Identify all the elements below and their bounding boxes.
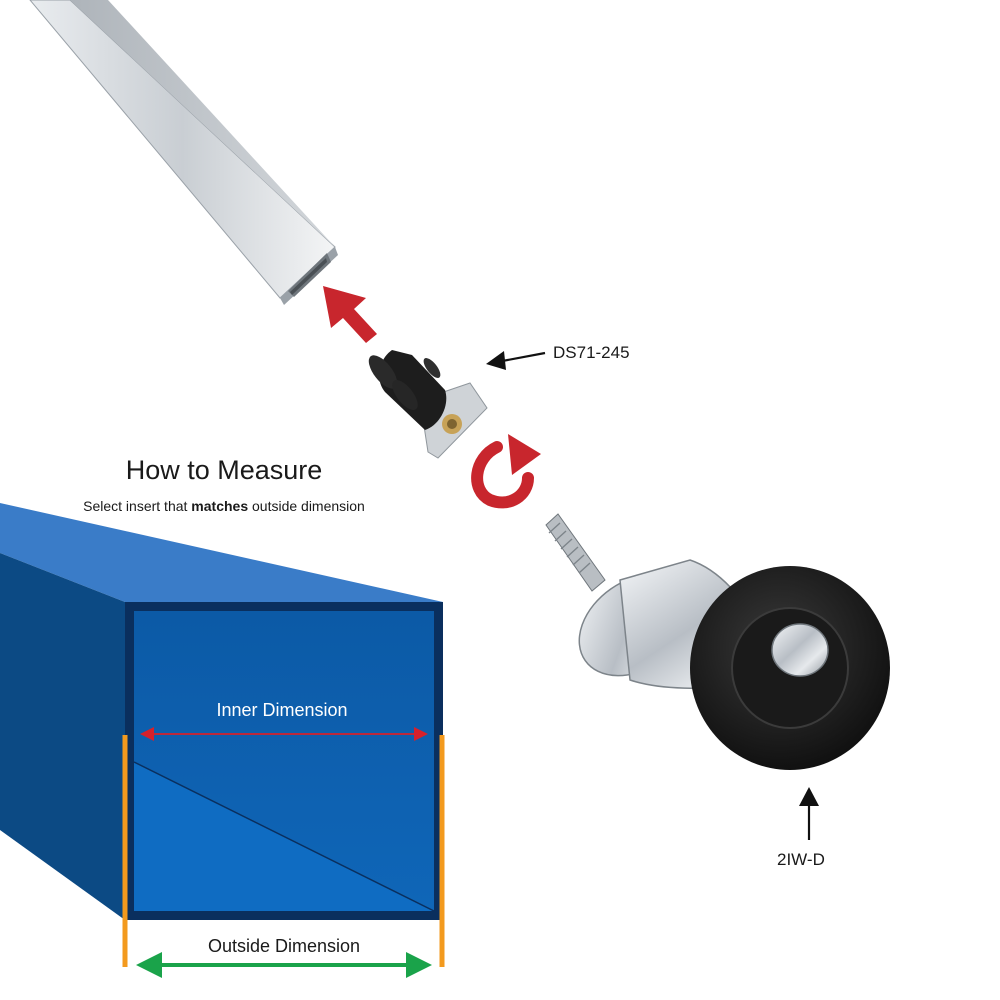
caster-wheel [545, 513, 890, 770]
black-pointer-arrow-icon [799, 787, 819, 840]
outside-dimension-label: Outside Dimension [207, 936, 361, 956]
red-arrow-up-left-icon [323, 286, 377, 343]
measure-tube [0, 503, 443, 920]
instruction-emphasis: matches [191, 498, 249, 514]
red-rotate-icon [471, 434, 541, 509]
caster-part-label: 2IW-D [777, 850, 825, 869]
insert-part-label: DS71-245 [553, 343, 630, 362]
outside-dimension-arrow [136, 952, 432, 978]
inner-dimension-label: Inner Dimension [216, 700, 348, 720]
instruction-text-end: outside dimension [248, 498, 365, 514]
inner-dimension-arrow [140, 727, 428, 741]
black-pointer-arrow-icon [486, 351, 546, 370]
instruction-text: Select insert that matches outside dimen… [0, 498, 448, 514]
instruction-text-start: Select insert that [83, 498, 192, 514]
rubber-insert [368, 350, 488, 459]
aluminum-tube [29, 0, 338, 305]
page-title: How to Measure [125, 455, 323, 485]
